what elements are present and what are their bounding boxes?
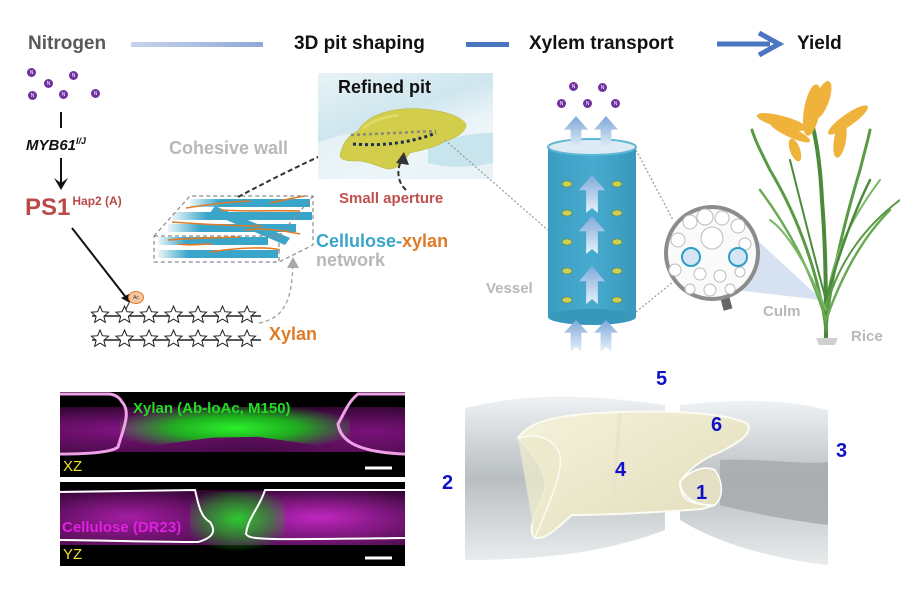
- cellulose-signal: [190, 492, 285, 552]
- nitrogen-icon: N: [598, 83, 607, 92]
- xylose-unit: [212, 328, 233, 348]
- xylose-unit: [163, 304, 184, 324]
- pathway-arrow: [71, 227, 129, 301]
- pit-label-2: 2: [442, 472, 454, 494]
- xylan-to-network-arrow: [258, 261, 294, 324]
- network-bounding-box: [153, 195, 314, 263]
- yz-title: Cellulose (DR23): [62, 519, 182, 536]
- curved-arrow-to-pit: [237, 145, 343, 198]
- culm-cells: [668, 208, 752, 297]
- flow-connector-1: [131, 42, 263, 47]
- nitrogen-icon: N: [91, 89, 100, 98]
- nitrogen-icon: N: [28, 91, 37, 100]
- flow-step-yield: Yield: [797, 33, 842, 54]
- microscopy-xz-panel: Xylan (Ab-loAc, M150) XZ: [60, 392, 405, 477]
- rice-label: Rice: [851, 328, 883, 345]
- flow-step-pit-shaping: 3D pit shaping: [294, 33, 425, 54]
- pit-label-6: 6: [711, 414, 723, 436]
- yz-plane-label: YZ: [63, 546, 83, 563]
- rice-panicles: [756, 81, 868, 162]
- zoom-guide-line: [635, 149, 674, 221]
- flow-connector-2: [466, 42, 509, 47]
- pit-membrane: [516, 410, 750, 540]
- vessel-pit-dot: [561, 209, 573, 217]
- vessel-pit-dot: [561, 180, 573, 188]
- xylose-unit: [139, 328, 159, 348]
- plant-pot: [816, 338, 838, 345]
- zoom-guide-line: [444, 139, 551, 233]
- small-aperture-label: Small aperture: [339, 190, 444, 207]
- vessel-label: Vessel: [486, 280, 533, 297]
- xylose-unit: [114, 304, 135, 324]
- xylan-label: Xylan: [269, 324, 318, 344]
- pit-label-1: 1: [696, 482, 708, 504]
- vessel-cross-section: [681, 247, 701, 267]
- vessel-pit-dot: [561, 296, 573, 304]
- pit-label-5: 5: [656, 368, 668, 390]
- flow-up-arrow: [564, 320, 588, 352]
- xylan-strands: [167, 195, 306, 253]
- xylose-unit: [163, 328, 184, 348]
- cell-wall-outline: [60, 392, 405, 470]
- xylose-unit: [212, 304, 233, 324]
- pit-illustration: [318, 108, 493, 179]
- vessel-pit-dot: [611, 238, 623, 246]
- flow-up-arrow: [579, 175, 605, 213]
- cohesive-wall-label: Cohesive wall: [169, 138, 289, 158]
- vessel-pit-dot: [561, 267, 573, 275]
- vessel-pit-dot: [611, 180, 623, 188]
- gene-label: MYB61I/J: [26, 136, 87, 154]
- nitrogen-icon: N: [44, 79, 53, 88]
- xylose-unit: [90, 328, 110, 348]
- xylose-unit: [237, 304, 257, 324]
- refined-pit-panel: [318, 73, 493, 179]
- nitrogen-icon: N: [69, 71, 78, 80]
- vessel-pit-dot: [561, 238, 573, 246]
- xylose-unit: [188, 328, 208, 348]
- xylose-unit: [90, 304, 110, 324]
- xylose-unit: [114, 328, 135, 348]
- vessel-pit-dot: [611, 267, 623, 275]
- flow-up-arrow: [594, 116, 618, 150]
- xylose-unit: [188, 304, 208, 324]
- nitrogen-icon: N: [569, 82, 578, 91]
- flow-up-arrow: [579, 216, 605, 254]
- vessel-opening: [547, 138, 637, 156]
- microscopy-yz-panel: Cellulose (DR23) YZ: [60, 482, 405, 566]
- nitrogen-icon: N: [557, 99, 566, 108]
- xz-plane-label: XZ: [63, 458, 83, 475]
- refined-pit-title: Refined pit: [338, 77, 431, 97]
- cell-outline: [60, 488, 405, 560]
- vessel-pit-dot: [611, 296, 623, 304]
- xylose-unit: [139, 304, 159, 324]
- nitrogen-icon: N: [27, 68, 36, 77]
- flow-up-arrow: [579, 266, 605, 304]
- flow-up-arrow: [564, 116, 588, 150]
- acetyl-group-icon: Ac: [128, 291, 144, 304]
- nitrogen-icon: N: [59, 90, 68, 99]
- xz-title: Xylan (Ab-loAc, M150): [133, 400, 291, 417]
- pit-label-3: 3: [836, 440, 848, 462]
- flow-step-nitrogen: Nitrogen: [28, 33, 107, 54]
- nitrogen-icon: N: [611, 99, 620, 108]
- flow-step-xylem-transport: Xylem transport: [529, 33, 674, 54]
- pit-label-4: 4: [615, 459, 627, 481]
- xylose-unit: [237, 328, 257, 348]
- culm-label: Culm: [763, 303, 801, 320]
- nitrogen-icon: N: [583, 99, 592, 108]
- network-label: Cellulose-xylan network: [316, 231, 449, 270]
- vessel-cross-section: [728, 247, 748, 267]
- vessel-pit-dot: [611, 209, 623, 217]
- flow-up-arrow: [594, 320, 618, 352]
